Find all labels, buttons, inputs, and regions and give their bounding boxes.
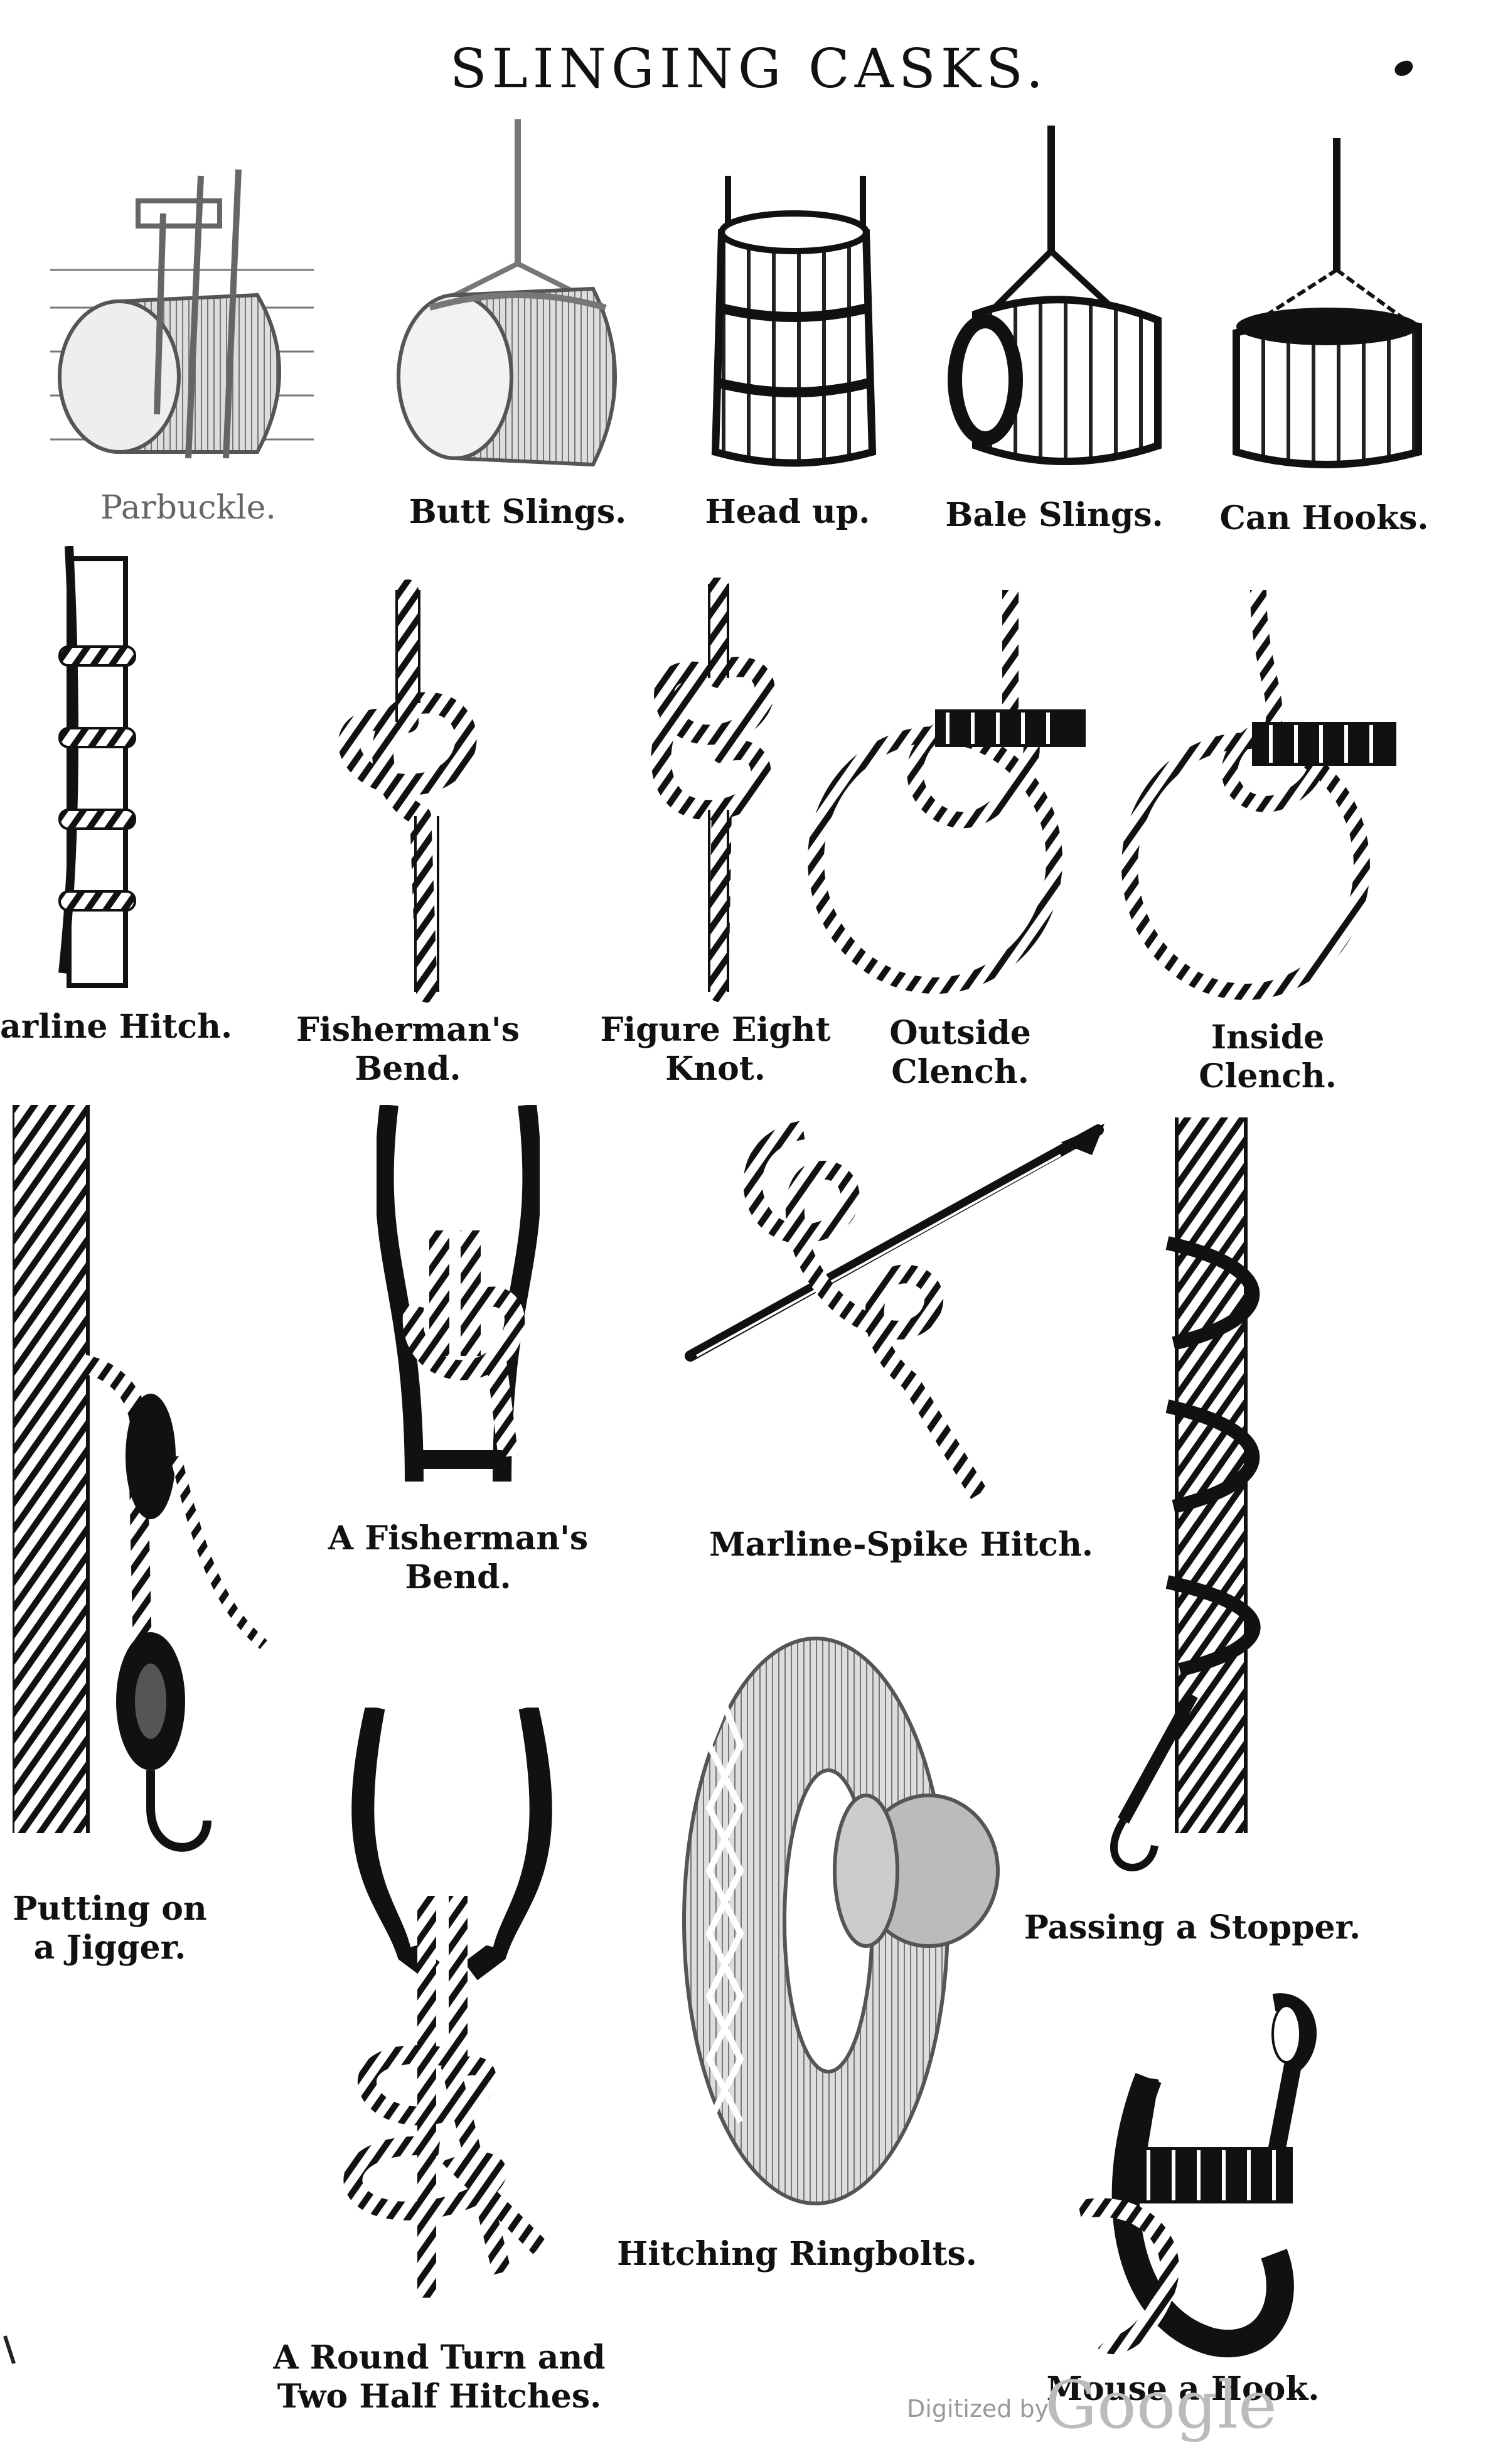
marline-spike-hitch-caption: Marline-Spike Hitch. xyxy=(709,1525,1093,1564)
outside-clench-illustration xyxy=(803,584,1105,1011)
marline-hitch-caption: arline Hitch. xyxy=(0,1008,233,1046)
putting-on-a-jigger-caption-line2: a Jigger. xyxy=(33,1929,186,1967)
outside-clench-caption-line1: Outside xyxy=(889,1014,1031,1052)
a-fishermans-bend-caption-line1: A Fisherman's xyxy=(328,1519,589,1557)
stray-ink-mark xyxy=(3,2335,16,2364)
round-turn-two-half-hitches-illustration xyxy=(339,1708,565,2298)
fishermans-bend-caption-line2: Bend. xyxy=(355,1050,461,1088)
fishermans-bend-illustration xyxy=(333,578,496,1004)
parbuckle-illustration xyxy=(50,163,314,490)
putting-on-a-jigger-illustration xyxy=(13,1105,276,1871)
mouse-a-hook-caption: Mouse a Hook. xyxy=(1046,2370,1320,2408)
page-title: SLINGING CASKS. xyxy=(449,38,1049,100)
hitching-ringbolts-illustration xyxy=(659,1607,1010,2235)
inside-clench-illustration xyxy=(1120,584,1415,1017)
can-hooks-illustration xyxy=(1211,138,1437,483)
butt-slings-illustration xyxy=(392,119,643,477)
a-fishermans-bend-illustration xyxy=(377,1105,540,1494)
inside-clench-caption-line1: Inside xyxy=(1211,1018,1325,1057)
inside-clench-caption-line2: Clench. xyxy=(1199,1057,1337,1095)
google-watermark-logo: Google xyxy=(1045,2367,1277,2443)
outside-clench-caption-line2: Clench. xyxy=(891,1053,1029,1091)
marline-hitch-illustration xyxy=(44,546,157,998)
bale-slings-illustration xyxy=(938,126,1177,477)
digitized-by-text: Digitized by xyxy=(907,2395,1049,2423)
parbuckle-caption: Parbuckle. xyxy=(100,489,276,527)
figure-eight-knot-illustration xyxy=(640,578,791,1004)
fishermans-bend-caption-line1: Fisherman's xyxy=(296,1011,520,1049)
head-up-caption: Head up. xyxy=(705,493,870,531)
bale-slings-caption: Bale Slings. xyxy=(945,496,1164,534)
round-turn-two-half-hitches-caption-line1: A Round Turn and xyxy=(273,2338,606,2377)
passing-a-stopper-caption: Passing a Stopper. xyxy=(1024,1908,1361,1947)
figure-eight-knot-caption-line2: Knot. xyxy=(665,1050,766,1088)
marline-spike-hitch-illustration xyxy=(684,1117,1111,1507)
mouse-a-hook-illustration xyxy=(1067,1990,1337,2367)
figure-eight-knot-caption-line1: Figure Eight xyxy=(600,1011,831,1049)
head-up-illustration xyxy=(697,176,891,477)
butt-slings-caption: Butt Slings. xyxy=(409,493,627,531)
a-fishermans-bend-caption-line2: Bend. xyxy=(405,1558,511,1596)
round-turn-two-half-hitches-caption-line2: Two Half Hitches. xyxy=(277,2377,602,2416)
putting-on-a-jigger-caption-line1: Putting on xyxy=(13,1890,207,1928)
hitching-ringbolts-caption: Hitching Ringbolts. xyxy=(617,2235,977,2273)
passing-a-stopper-illustration xyxy=(1092,1117,1318,1883)
can-hooks-caption: Can Hooks. xyxy=(1219,499,1429,537)
